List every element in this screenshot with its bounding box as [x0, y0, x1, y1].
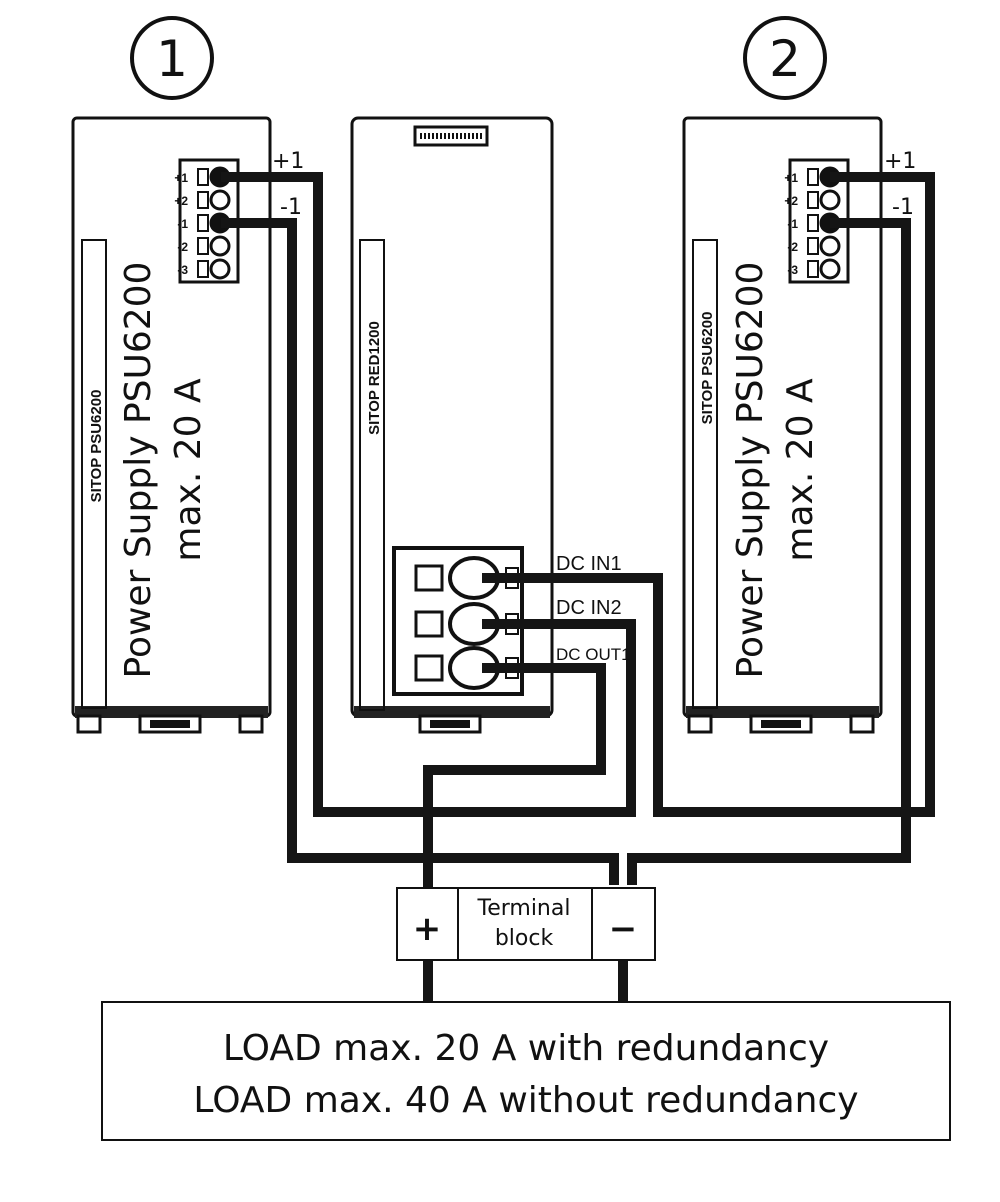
psu-right-wire-plus-label: +1	[884, 149, 916, 174]
red-port-lever	[414, 654, 444, 682]
psu-left-rating: max. 20 A	[168, 378, 209, 562]
terminal-block: + Terminal block −	[396, 887, 656, 961]
psu-right-wire-minus-label: -1	[892, 195, 914, 220]
load-line-2: LOAD max. 40 A without redundancy	[193, 1080, 858, 1121]
psu-right-pin-screw	[819, 189, 841, 211]
terminal-minus-sign: −	[609, 909, 638, 949]
psu-left-pin-label: -2	[177, 240, 188, 254]
psu-right-pin-slot	[807, 191, 819, 209]
psu-left-pin-slot	[197, 191, 209, 209]
psu-left-pin-slot	[197, 260, 209, 278]
psu-right-pin-slot	[807, 237, 819, 255]
wire-left-plus	[221, 172, 636, 817]
psu-left-pin-label: -3	[177, 263, 188, 277]
psu-right-title: Power Supply PSU6200	[730, 262, 771, 679]
psu-right-rating: max. 20 A	[780, 378, 821, 562]
psu-right-pin-label: -3	[787, 263, 798, 277]
psu-right-pin-screw	[819, 235, 841, 257]
psu-left-pin-slot	[197, 214, 209, 232]
red-port-lever	[414, 610, 444, 638]
unit-1-marker: 1	[130, 16, 214, 100]
psu-left-wire-minus-label: -1	[280, 195, 302, 220]
terminal-label-line2: block	[495, 926, 554, 951]
port-dc-in2-label: DC IN2	[556, 597, 622, 619]
red-module: SITOP RED1200	[350, 116, 554, 734]
psu-left-pin-label: +1	[174, 171, 188, 185]
psu-right-pin-label: -1	[787, 217, 798, 231]
wire-left-minus	[221, 218, 619, 885]
wires	[221, 172, 935, 1002]
psu-right-pin-screw	[819, 258, 841, 280]
terminal-label-line1: Terminal	[477, 896, 571, 921]
terminal-plus-sign: +	[413, 909, 442, 949]
psu-right: SITOP PSU6200 Power Supply PSU6200 max. …	[682, 116, 883, 734]
wire-dc-out	[423, 663, 606, 900]
psu-left-pin-label: +2	[174, 194, 188, 208]
psu-left-pin-slot	[197, 168, 209, 186]
port-dc-out1-label: DC OUT1	[556, 645, 631, 664]
psu-right-vertical-label: SITOP PSU6200	[699, 312, 716, 425]
psu-right-pin-slot	[807, 214, 819, 232]
psu-left-pin-screw	[209, 235, 231, 257]
psu-left-title: Power Supply PSU6200	[118, 262, 159, 679]
psu-left-pin-slot	[197, 237, 209, 255]
red-port-lever	[414, 564, 444, 592]
psu-left-vertical-label: SITOP PSU6200	[88, 390, 105, 503]
psu-right-pin-label: +1	[784, 171, 798, 185]
psu-left: SITOP PSU6200 Power Supply PSU6200 max. …	[71, 116, 272, 734]
unit-1-number: 1	[156, 30, 188, 88]
unit-2-marker: 2	[743, 16, 827, 100]
psu-right-pin-slot	[807, 168, 819, 186]
wire-right-minus	[627, 218, 911, 885]
psu-left-pin-screw	[209, 258, 231, 280]
psu-right-pin-label: -2	[787, 240, 798, 254]
wire-right-plus	[482, 172, 935, 817]
psu-left-pin-label: -1	[177, 217, 188, 231]
load-box: LOAD max. 20 A with redundancy LOAD max.…	[101, 1001, 951, 1141]
psu-right-pin-label: +2	[784, 194, 798, 208]
load-line-1: LOAD max. 20 A with redundancy	[223, 1028, 829, 1069]
psu-right-pin-slot	[807, 260, 819, 278]
psu-left-pin-screw	[209, 189, 231, 211]
port-dc-in1-label: DC IN1	[556, 553, 622, 575]
unit-2-number: 2	[769, 30, 801, 88]
red-module-vertical-label: SITOP RED1200	[366, 321, 383, 435]
psu-left-wire-plus-label: +1	[272, 149, 304, 174]
